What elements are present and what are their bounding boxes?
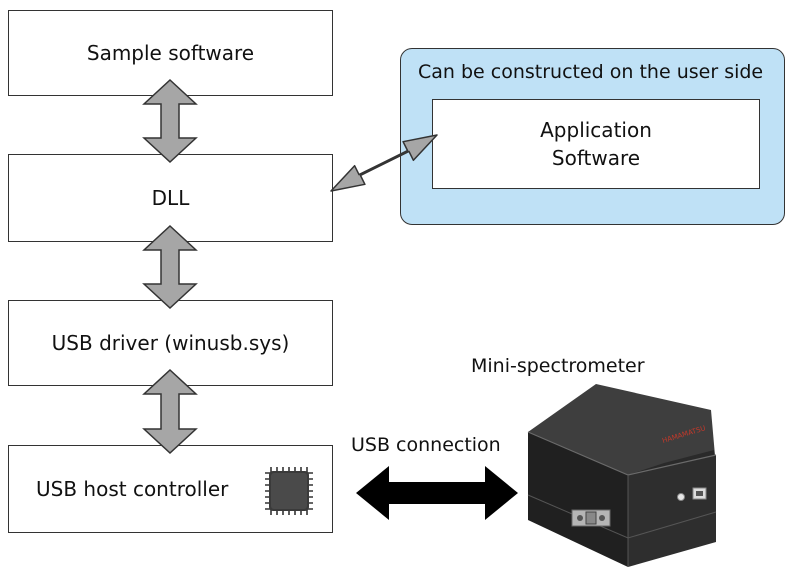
dll-label: DLL [151, 186, 190, 210]
usb-driver-label: USB driver (winusb.sys) [51, 331, 290, 355]
application-label-line1: Application [540, 118, 652, 142]
mini-spectrometer-device: HAMAMATSU [527, 384, 717, 567]
application-label-line2: Software [551, 146, 641, 170]
usb-host-controller-label: USB host controller [36, 477, 229, 501]
arrow-usb-driver-host [142, 368, 198, 455]
application-software-box: Application Software [432, 99, 760, 189]
usb-connection-label: USB connection [351, 434, 501, 456]
arrow-dll-usb-driver [142, 224, 198, 310]
user-side-panel-title: Can be constructed on the user side [418, 61, 764, 83]
mini-spectrometer-label: Mini-spectrometer [471, 355, 645, 377]
chip-icon [265, 467, 313, 515]
usb-connection-arrow [356, 466, 518, 520]
arrow-sample-dll [142, 78, 198, 164]
sample-software-label: Sample software [86, 41, 255, 65]
arrow-dll-application [330, 134, 438, 192]
